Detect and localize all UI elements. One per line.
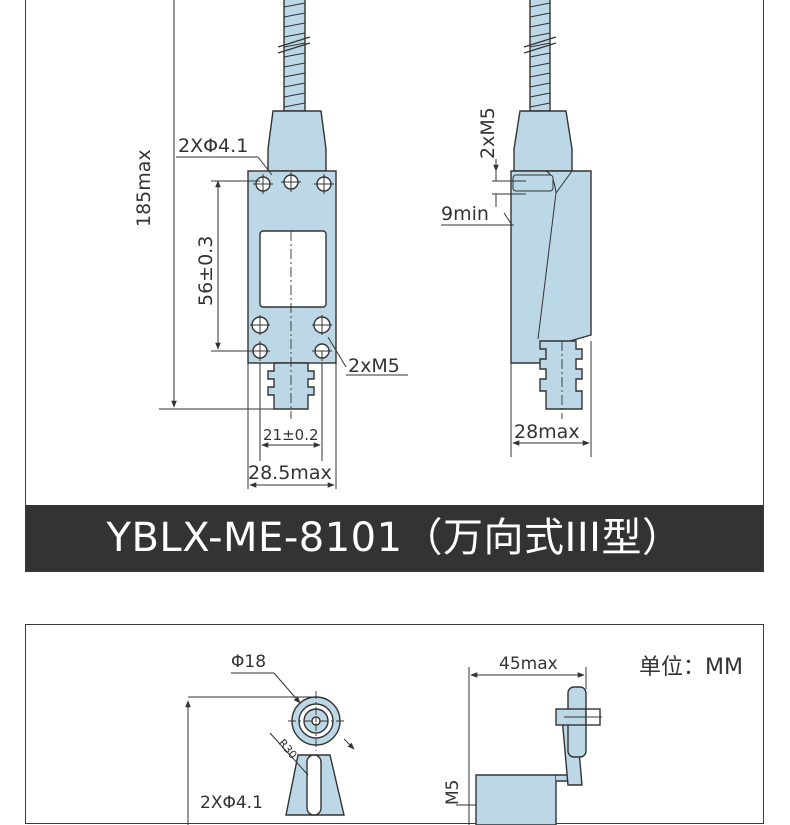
- front-dimensions: [159, 0, 408, 489]
- bottom-width-label: 45max: [499, 654, 558, 674]
- body-width-label: 28.5max: [248, 462, 332, 484]
- hole-width-label: 21±0.2: [263, 426, 319, 444]
- height-dim-label: 185max: [133, 149, 155, 227]
- mount-hole-label: 2XΦ4.1: [178, 135, 248, 157]
- top-diagram-panel: 185max 2XΦ4.1 56±0.3 2xM5 21±0.2 28.5max: [25, 0, 764, 572]
- side-screw-label: 2xM5: [477, 107, 499, 159]
- front-view: [247, 0, 337, 419]
- side-dimensions: [441, 159, 592, 457]
- side-view: [510, 0, 592, 419]
- bottom-diagram-panel: Φ18 R30 2XΦ4.1 45max M5 单位：MM: [25, 624, 764, 825]
- roller-radius-label: R30: [276, 737, 300, 762]
- screw-label: 2xM5: [348, 355, 400, 377]
- bottom-mount-hole-label: 2XΦ4.1: [200, 793, 263, 813]
- hole-spacing-label: 56±0.3: [195, 236, 217, 306]
- depth-label: 28max: [514, 421, 580, 443]
- model-title: YBLX-ME-8101（万向式III型）: [26, 505, 763, 571]
- min-gap-label: 9min: [441, 203, 489, 225]
- roller-side-view: [475, 686, 602, 825]
- bottom-side-screw-label: M5: [443, 780, 463, 805]
- unit-label: 单位：MM: [639, 655, 743, 680]
- top-drawing: 185max 2XΦ4.1 56±0.3 2xM5 21±0.2 28.5max: [133, 0, 592, 489]
- roller-dia-label: Φ18: [231, 652, 266, 672]
